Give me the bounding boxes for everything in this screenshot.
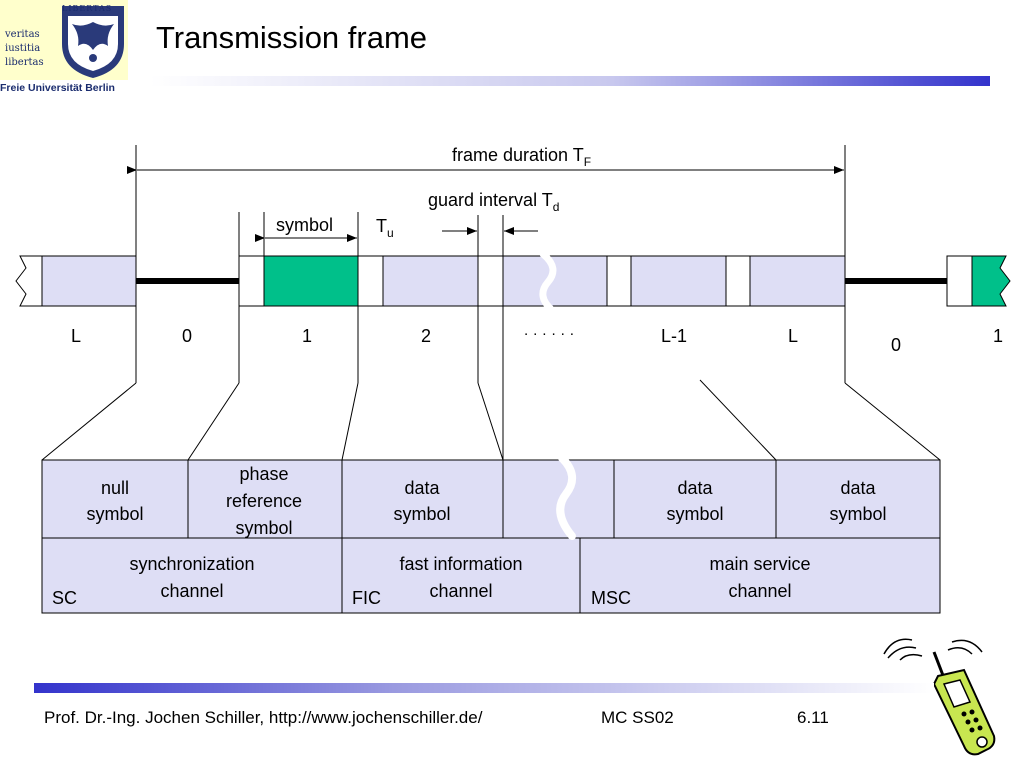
symbol-row <box>41 459 941 539</box>
slot-label: L-1 <box>661 326 687 346</box>
sc-abbr: SC <box>52 588 77 608</box>
seal-text: LIBERTAS <box>62 4 113 13</box>
channel-row <box>41 537 941 614</box>
footer-bar <box>34 683 934 693</box>
slot-label: L <box>788 326 798 346</box>
mobile-phone-icon <box>883 638 996 756</box>
slot-label: · · · · · · <box>524 325 575 342</box>
seal-icon <box>62 6 124 78</box>
slide-title: Transmission frame <box>156 20 428 55</box>
slot-labels: L 0 1 2 · · · · · · L-1 L 0 1 <box>71 325 1003 355</box>
footer-page-number: 6.11 <box>797 708 829 727</box>
title-underline-bar <box>150 76 990 86</box>
slot-label: L <box>71 326 81 346</box>
university-name: Freie Universität Berlin <box>0 82 115 94</box>
footer-course: MC SS02 <box>601 708 674 727</box>
frame-duration-label: frame duration TF <box>452 145 591 169</box>
break-mark-upper <box>539 250 557 314</box>
tu-label: Tu <box>376 216 394 240</box>
slot-label: 2 <box>421 326 431 346</box>
slot-label: 0 <box>182 326 192 346</box>
slot-label: 1 <box>302 326 312 346</box>
symbol-label: symbol <box>276 215 333 235</box>
fic-abbr: FIC <box>352 588 381 608</box>
logo-motto: veritas iustitia libertas <box>5 29 44 68</box>
slot-label: 0 <box>891 335 901 355</box>
msc-abbr: MSC <box>591 588 631 608</box>
expansion-lines <box>41 379 941 462</box>
break-mark-lower <box>556 454 576 540</box>
frame-strip <box>15 255 1011 307</box>
university-logo: LIBERTAS veritas iustitia libertas Freie… <box>0 0 130 95</box>
footer-author: Prof. Dr.-Ing. Jochen Schiller, http://w… <box>44 708 483 727</box>
slot-label: 1 <box>993 326 1003 346</box>
guard-interval-label: guard interval Td <box>428 190 559 214</box>
